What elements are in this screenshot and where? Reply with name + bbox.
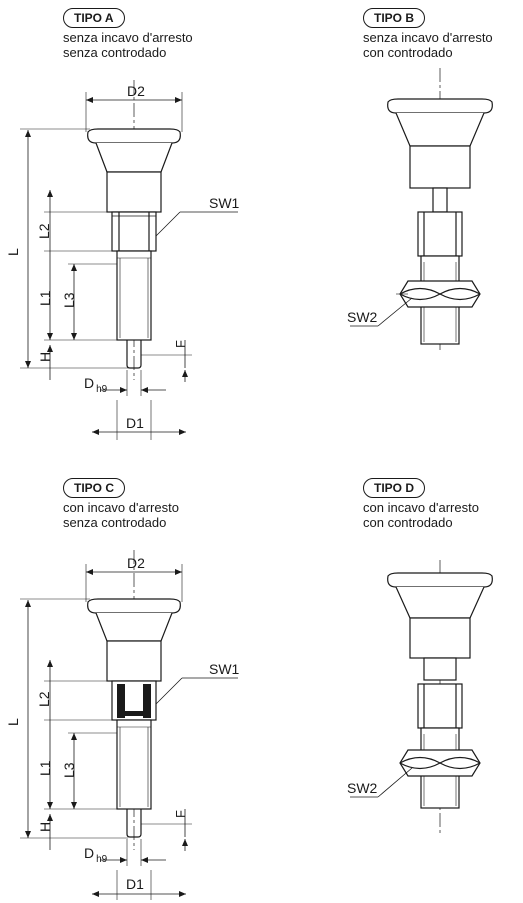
dim-c-l: L xyxy=(5,718,21,726)
type-b-description-line1: senza incavo d'arresto xyxy=(363,30,493,45)
dim-a-d2: D2 xyxy=(127,83,145,99)
type-c-badge: TIPO C xyxy=(63,478,126,498)
dim-a-sw1: SW1 xyxy=(209,195,240,211)
type-d-badge: TIPO D xyxy=(363,478,426,498)
type-d-description-line2: con controdado xyxy=(363,515,453,530)
dim-c-d1: D1 xyxy=(126,876,144,892)
dim-c-sw1: SW1 xyxy=(209,661,240,677)
dim-c-l1: L1 xyxy=(37,760,53,776)
type-a-description-line2: senza controdado xyxy=(63,45,167,60)
drawing-type-c xyxy=(20,550,238,900)
dim-c-d2: D2 xyxy=(127,555,145,571)
dim-a-f: F xyxy=(173,340,188,348)
type-b-badge: TIPO B xyxy=(363,8,426,28)
type-a-description-line1: senza incavo d'arresto xyxy=(63,30,193,45)
type-c-description-line2: senza controdado xyxy=(63,515,167,530)
dim-b-sw2: SW2 xyxy=(347,309,378,325)
type-b-description-line2: con controdado xyxy=(363,45,453,60)
dim-c-f: F xyxy=(173,810,188,818)
dim-c-l3: L3 xyxy=(61,762,77,778)
type-c-description-line1: con incavo d'arresto xyxy=(63,500,179,515)
dim-a-l1: L1 xyxy=(37,290,53,306)
dim-a-l2: L2 xyxy=(36,223,52,239)
dim-a-l3: L3 xyxy=(61,292,77,308)
dim-d-sw2: SW2 xyxy=(347,780,378,796)
drawing-type-a xyxy=(20,80,238,440)
drawing-type-b xyxy=(350,68,493,350)
dim-a-d1: D1 xyxy=(126,415,144,431)
dim-a-h: H xyxy=(37,352,53,362)
type-a-badge: TIPO A xyxy=(63,8,125,28)
type-d-description-line1: con incavo d'arresto xyxy=(363,500,479,515)
dim-c-h: H xyxy=(37,822,53,832)
dim-a-l: L xyxy=(5,248,21,256)
dim-c-l2: L2 xyxy=(36,691,52,707)
drawing-type-d xyxy=(350,560,493,836)
